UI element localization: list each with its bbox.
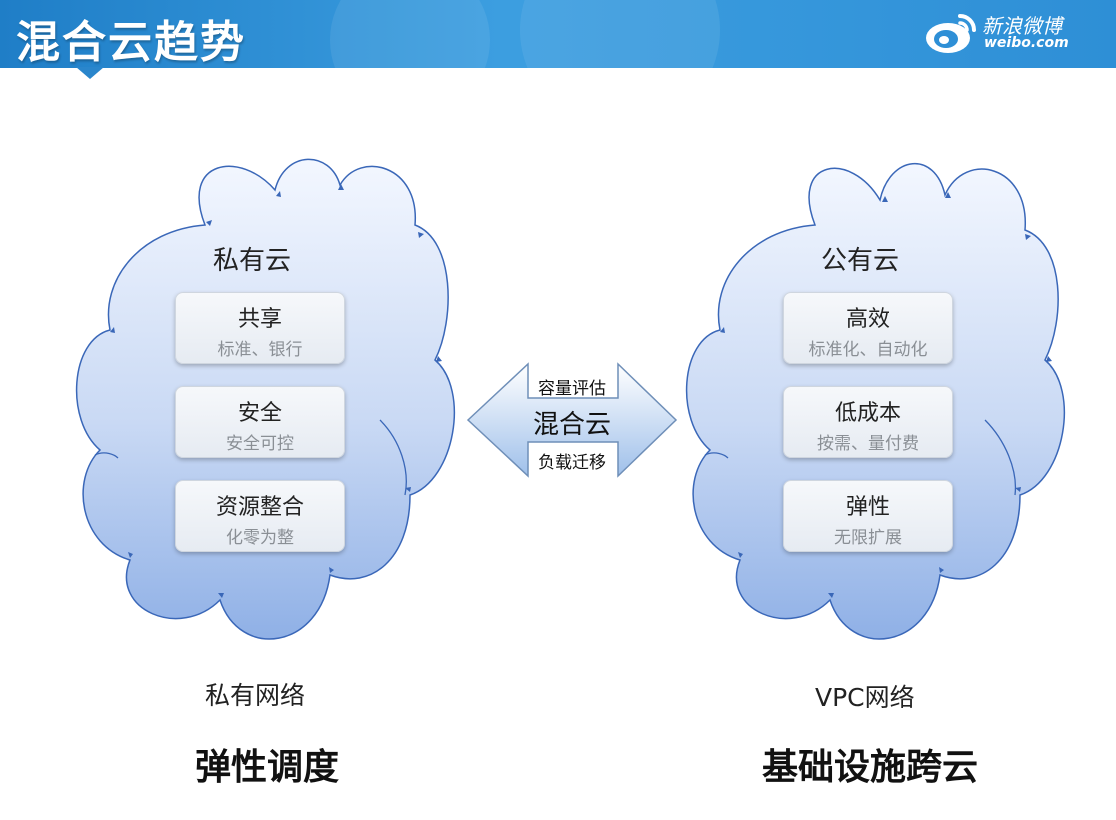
header-notch [76, 67, 104, 79]
vpc-network-label: VPC网络 [815, 683, 915, 712]
card-title: 资源整合 [215, 495, 304, 520]
private-card-share: 共享 标准、银行 [175, 292, 345, 364]
card-subtitle: 安全可控 [226, 434, 294, 454]
private-cloud-title: 私有云 [212, 246, 291, 276]
logo-text-en: weibo.com [984, 35, 1069, 51]
card-subtitle: 标准化、自动化 [808, 340, 928, 360]
arrow-label-migration: 负载迁移 [538, 453, 606, 473]
card-subtitle: 无限扩展 [834, 528, 902, 548]
weibo-logo: 新浪微博 weibo.com [924, 8, 1094, 60]
public-card-efficiency: 高效 标准化、自动化 [783, 292, 953, 364]
arrow-label-hybrid: 混合云 [532, 410, 611, 440]
card-title: 弹性 [845, 495, 890, 520]
card-subtitle: 化零为整 [226, 528, 294, 548]
arrow-label-capacity: 容量评估 [538, 379, 606, 399]
card-title: 低成本 [834, 401, 901, 426]
page-title: 混合云趋势 [16, 17, 246, 68]
card-subtitle: 按需、量付费 [817, 434, 919, 454]
cross-cloud-infra-label: 基础设施跨云 [762, 747, 979, 788]
public-card-elastic: 弹性 无限扩展 [783, 480, 953, 552]
hybrid-double-arrow [466, 362, 678, 478]
public-card-low-cost: 低成本 按需、量付费 [783, 386, 953, 458]
private-network-label: 私有网络 [205, 681, 306, 710]
card-subtitle: 标准、银行 [217, 340, 303, 360]
header-decoration [520, 0, 720, 68]
logo-text-cn: 新浪微博 [982, 14, 1062, 38]
weibo-eye-icon [926, 14, 976, 53]
cloud-arrow-ticks [110, 184, 1052, 598]
header-decoration [330, 0, 490, 68]
private-card-integration: 资源整合 化零为整 [175, 480, 345, 552]
card-title: 安全 [237, 401, 282, 426]
elastic-scheduling-label: 弹性调度 [195, 747, 340, 788]
card-title: 高效 [845, 307, 890, 332]
private-card-security: 安全 安全可控 [175, 386, 345, 458]
card-title: 共享 [237, 307, 282, 332]
slide-header: 混合云趋势 新浪微博 weibo.com [0, 0, 1116, 68]
public-cloud-title: 公有云 [820, 246, 899, 276]
